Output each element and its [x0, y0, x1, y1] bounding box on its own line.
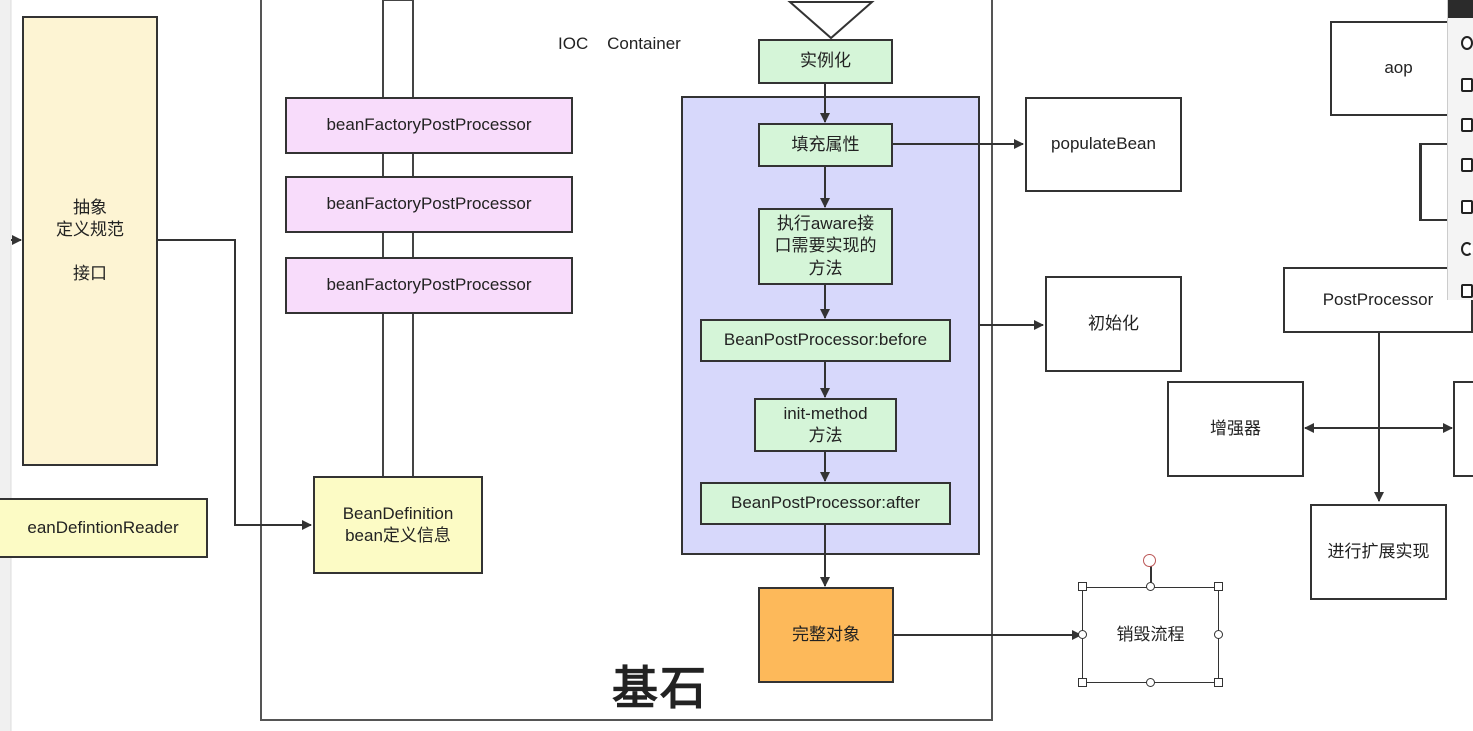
entry-triangle: [787, 0, 875, 40]
bean-factory-post-processor-1[interactable]: beanFactoryPostProcessor: [285, 97, 573, 154]
right-toolbar: [1447, 0, 1473, 300]
page-icon[interactable]: [1461, 200, 1473, 214]
destroy-process-box[interactable]: 销毁流程: [1082, 587, 1219, 683]
extension-implementation-box[interactable]: 进行扩展实现: [1310, 504, 1447, 600]
undo-icon[interactable]: [1461, 242, 1473, 256]
populate-bean-box[interactable]: populateBean: [1025, 97, 1182, 192]
post-processor-box[interactable]: PostProcessor: [1283, 267, 1473, 333]
aware-methods-box[interactable]: 执行aware接 口需要实现的 方法: [758, 208, 893, 285]
complete-object-box[interactable]: 完整对象: [758, 587, 894, 683]
bpp-before-box[interactable]: BeanPostProcessor:before: [700, 319, 951, 362]
image-icon[interactable]: [1461, 78, 1473, 92]
base-label: 基石: [612, 662, 708, 714]
bean-definition-reader-box[interactable]: eanDefintionReader: [0, 498, 208, 558]
resize-handle[interactable]: [1078, 630, 1087, 639]
comment-icon[interactable]: [1461, 284, 1473, 298]
resize-handle[interactable]: [1078, 678, 1087, 687]
resize-handle[interactable]: [1214, 582, 1223, 591]
enhancer-box[interactable]: 增强器: [1167, 381, 1304, 477]
resize-handle[interactable]: [1214, 678, 1223, 687]
aop-box[interactable]: aop: [1330, 21, 1467, 116]
bean-factory-post-processor-2[interactable]: beanFactoryPostProcessor: [285, 176, 573, 233]
rotate-handle[interactable]: [1143, 554, 1156, 567]
instantiate-box[interactable]: 实例化: [758, 39, 893, 84]
window-edge: [0, 0, 11, 731]
folder-icon[interactable]: [1461, 118, 1473, 132]
vertical-bar: [382, 0, 414, 483]
resize-handle[interactable]: [1078, 582, 1087, 591]
resize-handle[interactable]: [1146, 678, 1155, 687]
abstract-interface-box[interactable]: 抽象 定义规范 接口: [22, 16, 158, 466]
crosshair-icon[interactable]: [1461, 36, 1473, 50]
partial-right-box[interactable]: [1453, 381, 1473, 477]
bean-factory-post-processor-3[interactable]: beanFactoryPostProcessor: [285, 257, 573, 314]
container-title: IOC Container: [558, 34, 681, 53]
resize-handle[interactable]: [1214, 630, 1223, 639]
ioc-container-outline: [260, 0, 993, 721]
bean-definition-box[interactable]: BeanDefinition bean定义信息: [313, 476, 483, 574]
resize-handle[interactable]: [1146, 582, 1155, 591]
init-box[interactable]: 初始化: [1045, 276, 1182, 372]
fill-properties-box[interactable]: 填充属性: [758, 123, 893, 167]
copy-icon[interactable]: [1461, 158, 1473, 172]
bpp-after-box[interactable]: BeanPostProcessor:after: [700, 482, 951, 525]
init-method-box[interactable]: init-method 方法: [754, 398, 897, 452]
